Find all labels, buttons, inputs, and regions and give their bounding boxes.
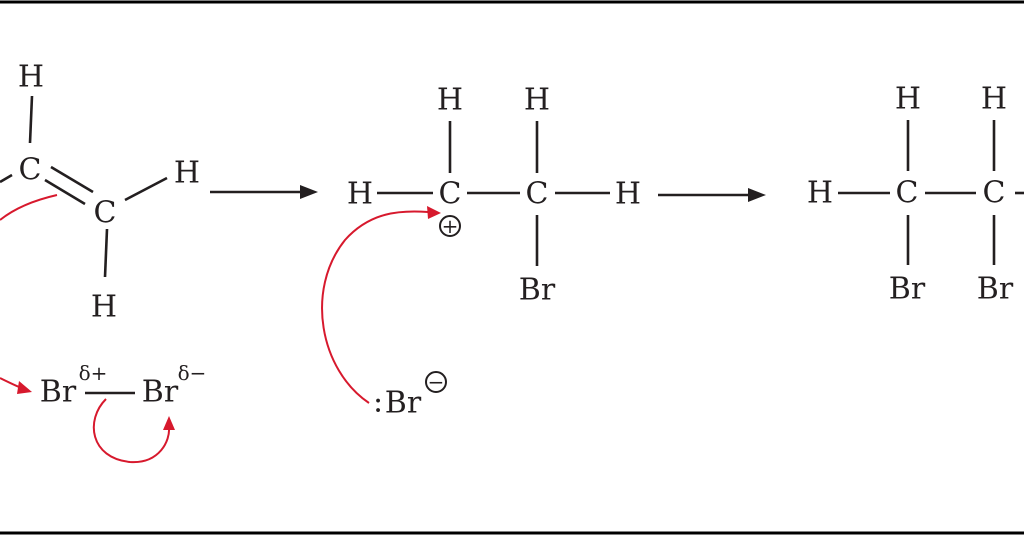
atom-c1: C bbox=[19, 153, 42, 188]
atom-br: Br bbox=[385, 386, 422, 421]
atom-br: Br bbox=[519, 273, 556, 308]
arrowhead bbox=[748, 188, 766, 202]
atom-h-left: H bbox=[347, 177, 373, 212]
partial-charge-minus: δ− bbox=[178, 361, 207, 385]
atom-h-top2: H bbox=[524, 83, 550, 118]
atom-h-top: H bbox=[18, 60, 44, 95]
bond bbox=[124, 176, 168, 202]
carbocation-molecule: H C C H H H Br + bbox=[347, 83, 641, 308]
atom-c2: C bbox=[983, 176, 1006, 211]
atom-h-left: H bbox=[807, 176, 833, 211]
negative-charge-circle bbox=[425, 371, 447, 393]
atom-c2: C bbox=[94, 196, 117, 231]
arrowhead bbox=[300, 185, 318, 199]
double-bond-a bbox=[50, 165, 94, 194]
double-bond-b bbox=[44, 178, 86, 206]
bromide-ion: : Br − bbox=[373, 370, 447, 421]
bromine-molecule: Br Br δ+ δ− bbox=[40, 361, 207, 410]
electron-arrow-pi-tail bbox=[0, 194, 58, 221]
atom-h-right: H bbox=[174, 156, 200, 191]
partial-charge-plus: δ+ bbox=[79, 361, 108, 385]
electron-arrow-bond bbox=[92, 398, 171, 464]
bond bbox=[28, 95, 34, 144]
arrowhead bbox=[163, 416, 175, 430]
arrowhead bbox=[17, 381, 32, 394]
atom-h-top1: H bbox=[895, 82, 921, 117]
bond-cut bbox=[0, 173, 13, 184]
atom-br1: Br bbox=[40, 375, 77, 410]
electron-arrow-bromide bbox=[321, 210, 429, 404]
atom-h-top1: H bbox=[437, 83, 463, 118]
alkene-molecule: H C C H H bbox=[0, 60, 200, 325]
atom-br2: Br bbox=[142, 375, 179, 410]
atom-br1: Br bbox=[889, 272, 926, 307]
bond bbox=[103, 228, 109, 278]
positive-charge: + bbox=[442, 214, 459, 238]
lone-pair: : bbox=[373, 385, 383, 420]
arrowhead bbox=[427, 206, 441, 219]
positive-charge-circle bbox=[439, 215, 461, 237]
atom-h-right: H bbox=[615, 177, 641, 212]
atom-c2: C bbox=[526, 177, 549, 212]
dibromide-product: H C C H H Br Br bbox=[807, 82, 1024, 307]
atom-h-top2: H bbox=[981, 82, 1007, 117]
atom-c1: C bbox=[439, 177, 462, 212]
atom-br2: Br bbox=[977, 272, 1014, 307]
atom-c1: C bbox=[896, 176, 919, 211]
negative-charge: − bbox=[428, 370, 445, 394]
atom-h-bottom: H bbox=[91, 290, 117, 325]
